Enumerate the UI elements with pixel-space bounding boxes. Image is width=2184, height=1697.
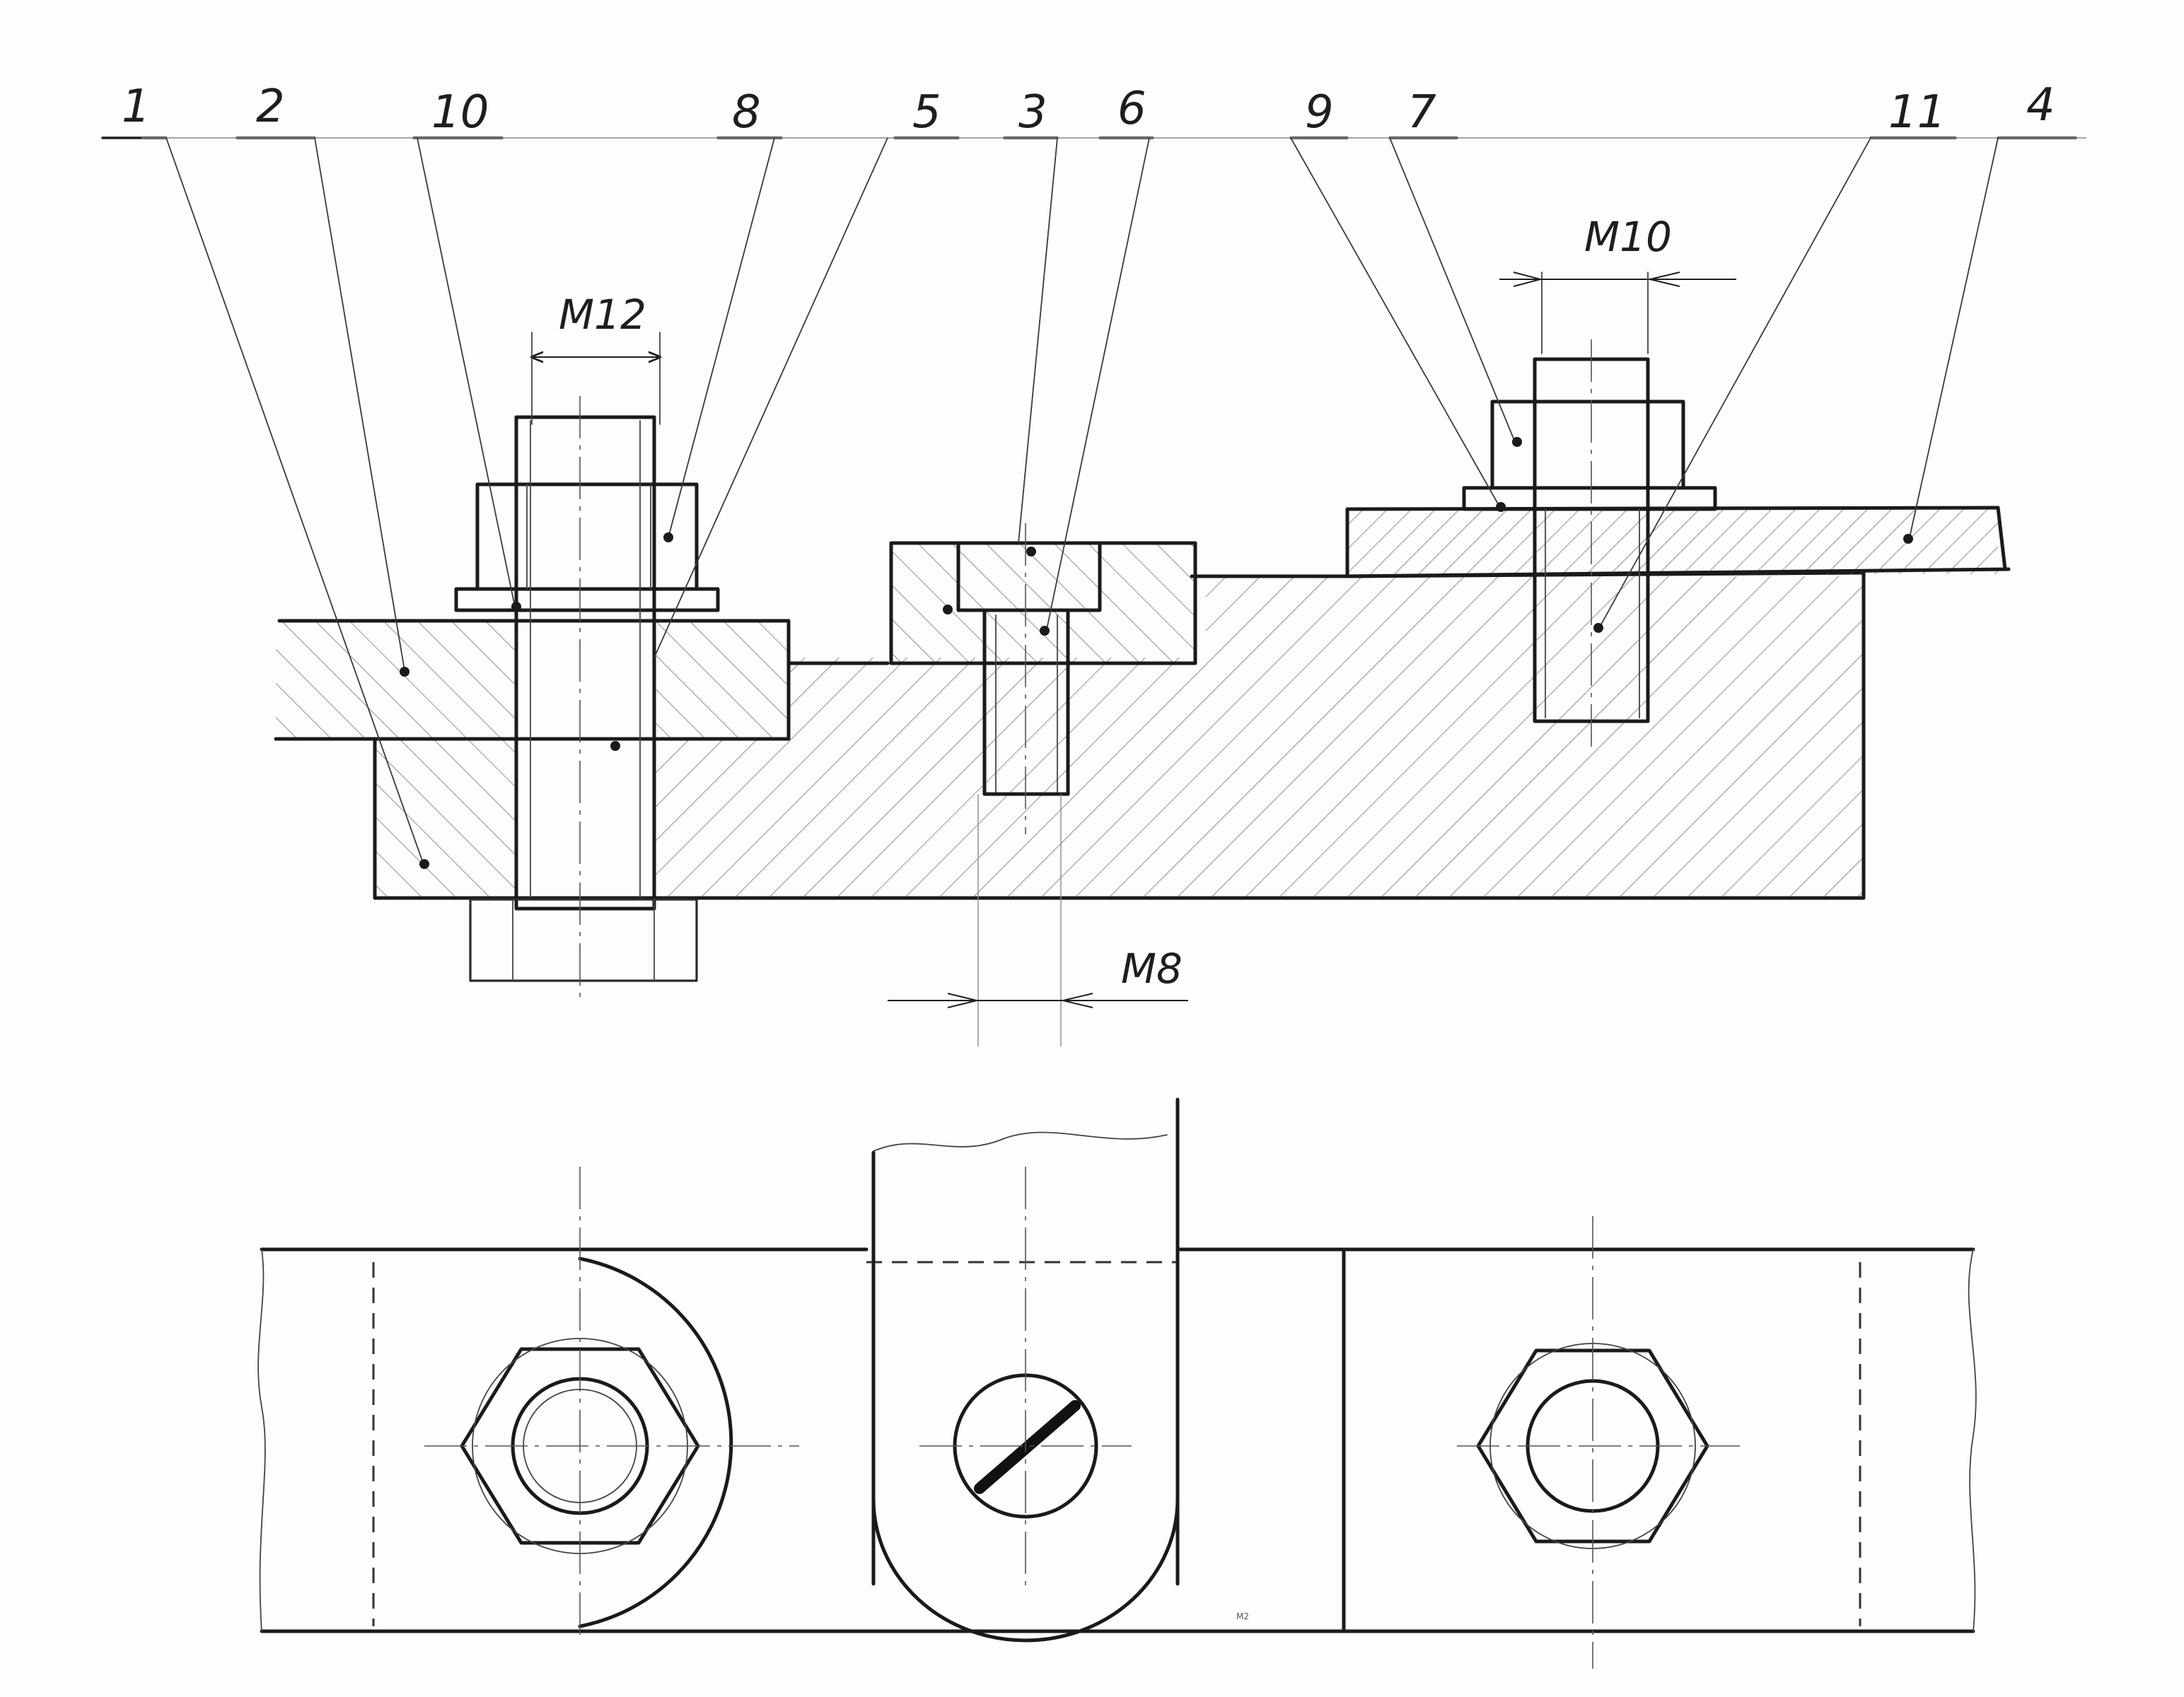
dim-text-bolt: M12 [559,291,646,339]
plan-view: M2 [257,1097,1977,1669]
base-plate-section [661,576,1864,897]
clamp-rounded-end [871,1497,1180,1643]
base-plate-right-of-bolt [654,739,789,897]
dim-text-stud: M10 [1584,213,1672,261]
break-line-left [257,1249,266,1632]
label-part-7: 7 [1407,86,1436,139]
label-part-1: 1 [122,81,151,133]
bolt-nut [475,482,699,591]
label-part-8: 8 [732,86,761,139]
label-part-10: 10 [431,86,489,139]
upper-plate-outline [274,619,791,741]
label-part-6: 6 [1117,83,1146,135]
label-part-11: 11 [1888,86,1946,139]
label-part-5: 5 [912,86,941,139]
bolt-head [469,898,698,982]
dimensions: M12 M10 M8 [532,213,1736,1008]
screw-slot [974,1400,1081,1494]
part-callouts: 1 2 10 8 5 3 6 9 7 11 4 [101,79,2086,869]
right-plate [1347,509,1998,574]
base-plate-left-block [375,739,516,897]
base-plate-outline [373,571,1866,900]
stud-nut [1490,400,1685,490]
dim-text-screw: M8 [1121,945,1183,993]
clamp-break-line [873,1131,1168,1152]
upper-plate-right [654,621,789,739]
bolt-washer-outline [578,1256,733,1628]
break-line-right [1968,1249,1977,1632]
label-part-2: 2 [256,81,285,133]
bolt-shank [514,415,656,911]
section-view [274,339,2011,1046]
clamp-plate [891,543,1195,663]
label-part-3: 3 [1018,86,1047,139]
screw-shank [982,608,1070,796]
sheet-mark: M2 [1236,1611,1249,1621]
upper-plate-left [276,621,516,739]
label-part-9: 9 [1305,86,1334,139]
label-part-4: 4 [2026,79,2055,132]
